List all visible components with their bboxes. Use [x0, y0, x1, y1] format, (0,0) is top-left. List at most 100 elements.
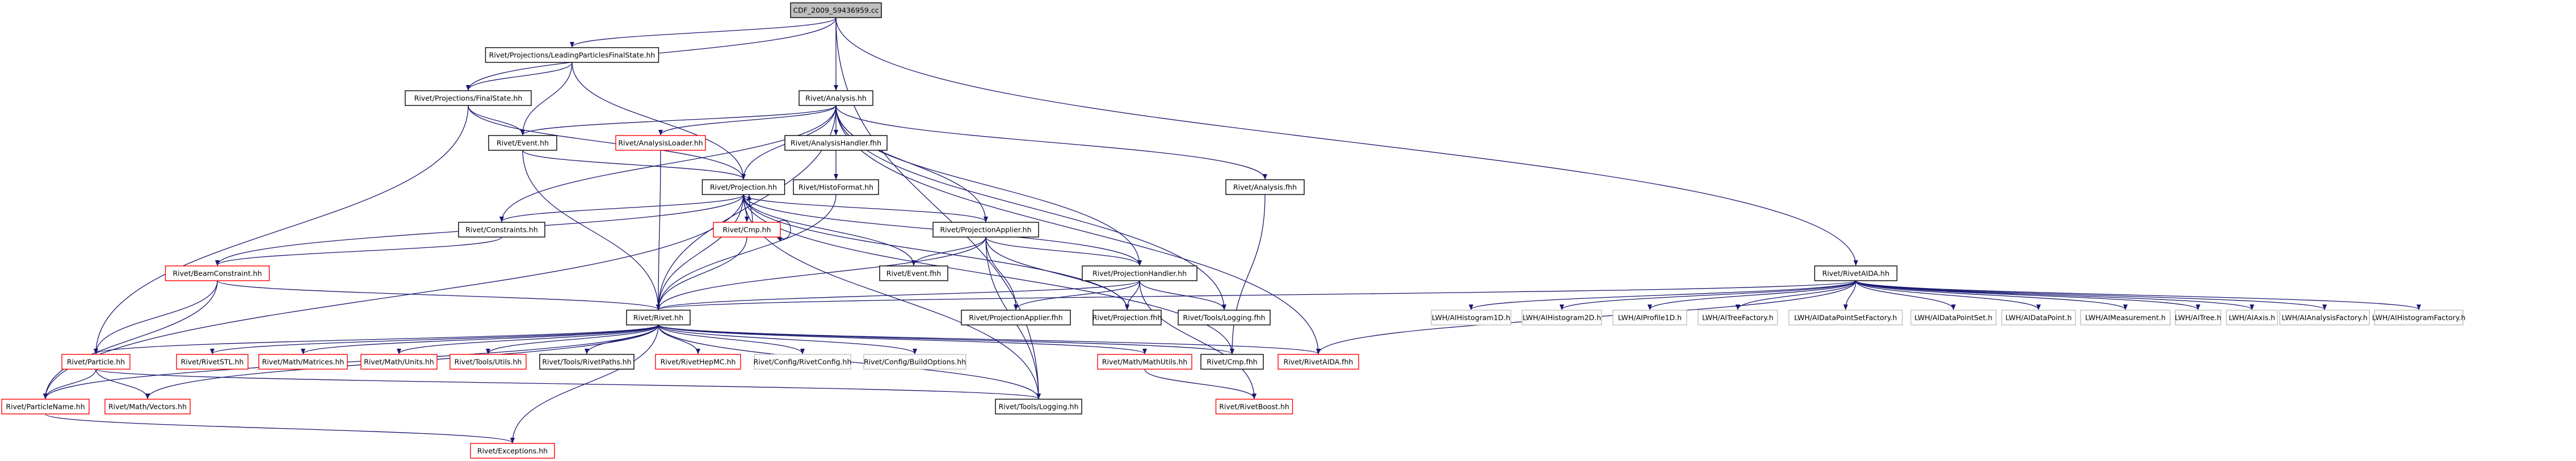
node-label: CDF_2009_S9436959.cc [793, 6, 879, 15]
node-box [1522, 310, 1602, 325]
edge-rivet-aida-to-h-1d [1469, 280, 1856, 310]
node-box [539, 354, 634, 370]
node-cmp[interactable]: Rivet/Cmp.hh [713, 222, 781, 238]
node-rivet-boost[interactable]: Rivet/RivetBoost.hh [1215, 399, 1293, 415]
node-box [104, 399, 191, 415]
node-box [784, 135, 888, 151]
node-box [932, 222, 1039, 238]
node-particle-name[interactable]: Rivet/ParticleName.hh [1, 399, 90, 415]
file-nodes: CDF_2009_S9436959.ccRivet/Projections/Le… [1, 2, 2466, 459]
node-analysis-loader[interactable]: Rivet/AnalysisLoader.hh [615, 135, 706, 151]
node-tools-logging-fhh[interactable]: Rivet/Tools/Logging.fhh [1178, 310, 1271, 325]
node-label: LWH/AIMeasurement.h [2085, 314, 2166, 322]
node-box [1, 399, 90, 415]
node-root[interactable]: CDF_2009_S9436959.cc [790, 2, 882, 18]
node-matrices[interactable]: Rivet/Math/Matrices.hh [258, 354, 348, 370]
node-rivet-aida-fhh[interactable]: Rivet/RivetAIDA.fhh [1278, 354, 1359, 370]
node-histo-format[interactable]: Rivet/HistoFormat.hh [793, 179, 879, 195]
node-h-1d: LWH/AIHistogram1D.h [1431, 310, 1511, 325]
edge-root-to-lead-fs [570, 17, 837, 48]
edge-fs-to-projection [468, 105, 746, 180]
edge-rivet-to-build-options [658, 324, 917, 354]
edge-rivet-aida-to-tree [1855, 280, 2200, 310]
edge-proj-handler-to-rivet [656, 280, 1140, 310]
node-label: LWH/AIHistogramFactory.h [2372, 314, 2466, 322]
node-p-1d: LWH/AIProfile1D.h [1612, 310, 1687, 325]
node-rivet-paths[interactable]: Rivet/Tools/RivetPaths.hh [539, 354, 634, 370]
node-proj-applier-fhh[interactable]: Rivet/ProjectionApplier.fhh [961, 310, 1071, 325]
node-label: Rivet/Tools/RivetPaths.hh [542, 358, 631, 366]
node-box [1097, 354, 1192, 370]
node-proj-handler[interactable]: Rivet/ProjectionHandler.hh [1082, 265, 1197, 281]
node-rivet-aida[interactable]: Rivet/RivetAIDA.hh [1814, 265, 1898, 281]
edge-rivet-to-particle-name [43, 324, 659, 399]
node-beam-constraint[interactable]: Rivet/BeamConstraint.hh [165, 265, 270, 281]
node-label: Rivet/Analysis.fhh [1233, 183, 1297, 192]
node-box [1215, 399, 1293, 415]
edge-proj-handler-to-rivet-boost [1139, 280, 1257, 399]
node-box [793, 179, 879, 195]
node-label: Rivet/Particle.hh [67, 358, 125, 366]
node-event-fhh[interactable]: Rivet/Event.fhh [879, 265, 948, 281]
node-math-utils[interactable]: Rivet/Math/MathUtils.hh [1097, 354, 1192, 370]
node-label: Rivet/Math/MathUtils.hh [1102, 358, 1187, 366]
edge-beam-constraint-to-rivet [217, 280, 661, 310]
node-constraints[interactable]: Rivet/Constraints.hh [458, 222, 545, 238]
node-label: Rivet/Math/Units.hh [364, 358, 434, 366]
node-proj-applier[interactable]: Rivet/ProjectionApplier.hh [932, 222, 1039, 238]
edge-event-to-projection [522, 150, 746, 180]
edge-lead-fs-to-event [520, 62, 573, 136]
node-box [2175, 310, 2221, 325]
node-label: Rivet/Event.fhh [886, 269, 941, 278]
edge-lead-fs-to-fs [466, 62, 573, 91]
node-box [626, 310, 691, 325]
edge-proj-applier-to-proj-handler [985, 236, 1142, 266]
node-box [754, 354, 851, 370]
node-projection[interactable]: Rivet/Projection.hh [701, 179, 785, 195]
edge-particle-to-vectors [95, 369, 150, 399]
node-box [488, 135, 557, 151]
node-label: Rivet/Projection.hh [710, 183, 777, 192]
edge-rivet-to-math-utils [658, 324, 1147, 354]
node-tools-utils[interactable]: Rivet/Tools/Utils.hh [449, 354, 527, 370]
node-fs[interactable]: Rivet/Projections/FinalState.hh [405, 90, 532, 106]
node-box [713, 222, 781, 238]
edge-rivet-aida-to-dps-factory [1843, 280, 1856, 310]
node-box [1910, 310, 1997, 325]
node-exceptions[interactable]: Rivet/Exceptions.hh [470, 443, 555, 459]
node-label: LWH/AIHistogram1D.h [1432, 314, 1510, 322]
node-label: Rivet/Tools/Logging.hh [999, 403, 1079, 411]
node-dp: LWH/AIDataPoint.h [2001, 310, 2076, 325]
node-rivet-stl[interactable]: Rivet/RivetSTL.hh [176, 354, 249, 370]
edge-analysis-loader-to-rivet [656, 150, 661, 310]
node-particle[interactable]: Rivet/Particle.hh [61, 354, 131, 370]
node-lead-fs[interactable]: Rivet/Projections/LeadingParticlesFinalS… [485, 47, 659, 63]
node-event[interactable]: Rivet/Event.hh [488, 135, 557, 151]
node-box [995, 399, 1082, 415]
node-box [1278, 354, 1359, 370]
node-label: LWH/AITree.h [2175, 314, 2221, 322]
edge-root-to-tools-logging [835, 17, 1041, 399]
node-label: Rivet/Rivet.hh [633, 314, 683, 322]
node-tools-logging[interactable]: Rivet/Tools/Logging.hh [995, 399, 1082, 415]
node-label: LWH/AIHistogram2D.h [1523, 314, 1601, 322]
node-analysis-handler-fhh[interactable]: Rivet/AnalysisHandler.fhh [784, 135, 888, 151]
node-box [258, 354, 348, 370]
node-analysis-fhh[interactable]: Rivet/Analysis.fhh [1225, 179, 1305, 195]
node-label: LWH/AIAnalysisFactory.h [2281, 314, 2367, 322]
node-analysis[interactable]: Rivet/Analysis.hh [799, 90, 873, 106]
node-box [2001, 310, 2076, 325]
node-rivet[interactable]: Rivet/Rivet.hh [626, 310, 691, 325]
node-label: Rivet/RivetSTL.hh [181, 358, 244, 366]
node-box [2374, 310, 2464, 325]
edge-cmp-to-cmp [776, 220, 791, 242]
node-label: Rivet/Math/Matrices.hh [262, 358, 344, 366]
node-units[interactable]: Rivet/Math/Units.hh [360, 354, 438, 370]
node-rivet-hep-mc[interactable]: Rivet/RivetHepMC.hh [655, 354, 741, 370]
node-projection-fhh[interactable]: Rivet/Projection.fhh [1092, 310, 1162, 325]
edge-fs-to-particle [94, 105, 469, 354]
node-label: Rivet/Constraints.hh [465, 226, 538, 234]
node-cmp-fhh[interactable]: Rivet/Cmp.fhh [1200, 354, 1264, 370]
edge-rivet-aida-to-hist-factory [1855, 280, 2421, 310]
node-vectors[interactable]: Rivet/Math/Vectors.hh [104, 399, 191, 415]
